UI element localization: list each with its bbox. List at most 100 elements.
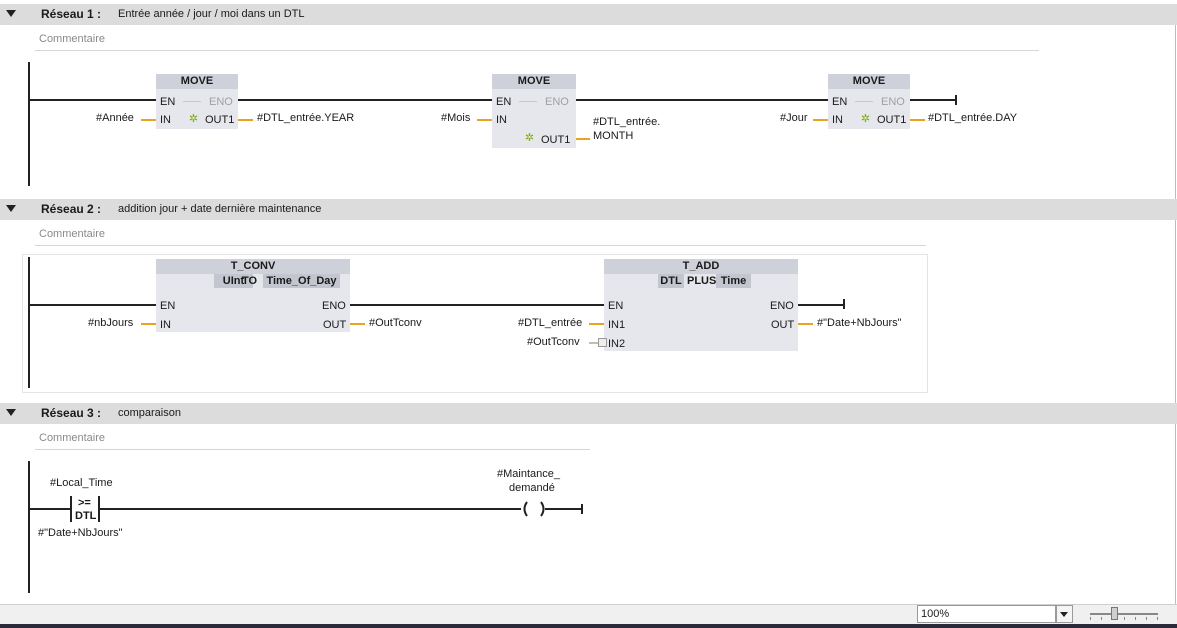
editor-right-border: [1175, 24, 1176, 604]
power-flow-wire: [238, 99, 493, 101]
compare-operand-top[interactable]: #Local_Time: [50, 477, 113, 489]
pin-en: EN: [160, 96, 176, 108]
pin-eno: ENO: [545, 96, 569, 108]
zoom-select[interactable]: 100%: [917, 605, 1056, 623]
coil-output-wire: [545, 508, 582, 510]
coil-icon[interactable]: [519, 500, 549, 518]
output-stub: [576, 138, 590, 140]
wire-end-cap: [581, 504, 583, 514]
power-flow-wire: [30, 304, 157, 306]
power-rail: [28, 62, 30, 186]
pin-out1: OUT1: [205, 114, 235, 126]
operand-in[interactable]: #Année: [96, 112, 134, 124]
operand-in[interactable]: #Mois: [441, 112, 471, 124]
source-type-select[interactable]: DTL: [658, 274, 684, 288]
network-2-comment[interactable]: Commentaire: [35, 224, 926, 246]
enable-star-icon: ✲: [188, 113, 199, 125]
pin-in: IN: [160, 319, 171, 331]
target-type-select[interactable]: Time: [716, 274, 751, 288]
collapse-triangle-icon[interactable]: [6, 10, 16, 17]
operand-out-line2[interactable]: MONTH: [593, 130, 634, 142]
zoom-value: 100%: [921, 608, 950, 620]
network-3-title[interactable]: comparaison: [118, 407, 181, 419]
zoom-slider-track[interactable]: [1090, 613, 1158, 615]
power-rail: [28, 257, 30, 388]
collapse-triangle-icon[interactable]: [6, 205, 16, 212]
input-stub: [141, 323, 156, 325]
operand-in2[interactable]: #OutTconv: [527, 336, 580, 348]
pin-out1: OUT1: [541, 134, 571, 146]
power-rail: [28, 461, 30, 593]
network-1-title[interactable]: Entrée année / jour / moi dans un DTL: [118, 8, 305, 20]
pin-out: OUT: [771, 319, 795, 331]
power-flow-wire: [30, 99, 157, 101]
coil-operand-line1[interactable]: #Maintance_: [497, 468, 560, 480]
coil-operand-line2[interactable]: demandé: [509, 482, 555, 494]
pin-en: EN: [496, 96, 512, 108]
pin-eno: ENO: [322, 300, 346, 312]
network-2-title[interactable]: addition jour + date dernière maintenanc…: [118, 203, 322, 215]
chevron-down-icon: [1060, 612, 1068, 617]
compare-type[interactable]: DTL: [75, 510, 97, 522]
input-stub-type-mismatch: [589, 342, 599, 344]
slider-tick: [1090, 617, 1091, 620]
to-keyword: TO: [242, 275, 258, 287]
pin-out: OUT: [323, 319, 347, 331]
zoom-slider-thumb[interactable]: [1111, 607, 1118, 620]
pin-eno: ENO: [881, 96, 905, 108]
output-stub: [798, 323, 813, 325]
network-3-header[interactable]: Réseau 3 : comparaison: [0, 403, 1177, 424]
operand-out-line1[interactable]: #DTL_entrée.: [593, 116, 661, 128]
output-stub: [350, 323, 365, 325]
output-stub: [238, 119, 253, 121]
input-stub: [813, 119, 828, 121]
contact-left-bar: [70, 496, 72, 522]
comment-placeholder: Commentaire: [39, 228, 106, 240]
wire-end-cap: [843, 299, 845, 309]
t-conv-block[interactable]: T_CONV UInt TO Time_Of_Day: [156, 259, 350, 332]
network-1-header[interactable]: Réseau 1 : Entrée année / jour / moi dan…: [0, 4, 1177, 25]
plus-keyword: PLUS: [687, 275, 717, 287]
target-type-select[interactable]: Time_Of_Day: [263, 274, 340, 288]
network-2-header[interactable]: Réseau 2 : addition jour + date dernière…: [0, 199, 1177, 220]
compare-operand-bottom[interactable]: #"Date+NbJours": [38, 527, 123, 539]
wire-end-cap: [955, 95, 957, 105]
operand-in[interactable]: #Jour: [780, 112, 808, 124]
slider-tick: [1101, 617, 1102, 620]
operand-in1[interactable]: #DTL_entrée: [518, 317, 583, 329]
move-block-2[interactable]: MOVE: [492, 74, 576, 148]
implicit-conversion-icon: [598, 338, 607, 347]
operand-out[interactable]: #DTL_entrée.DAY: [928, 112, 1018, 124]
comment-placeholder: Commentaire: [39, 432, 106, 444]
power-flow-wire: [30, 508, 71, 510]
collapse-triangle-icon[interactable]: [6, 409, 16, 416]
slider-tick: [1157, 617, 1158, 620]
block-title: T_CONV: [156, 259, 350, 274]
input-stub: [589, 323, 604, 325]
operand-out[interactable]: #OutTconv: [369, 317, 422, 329]
source-type-select[interactable]: UInt: [214, 274, 253, 288]
pin-eno: ENO: [209, 96, 233, 108]
status-bar: [0, 604, 1177, 625]
network-3-comment[interactable]: Commentaire: [35, 428, 590, 450]
block-title: MOVE: [828, 74, 910, 89]
input-stub: [141, 119, 156, 121]
operand-out[interactable]: #DTL_entrée.YEAR: [257, 112, 355, 124]
network-1-comment[interactable]: Commentaire: [35, 29, 1039, 51]
pin-in: IN: [496, 114, 507, 126]
eno-dash: [519, 101, 537, 102]
network-3-number: Réseau 3 :: [41, 406, 102, 420]
operand-out[interactable]: #"Date+NbJours": [817, 317, 902, 329]
network-2-number: Réseau 2 :: [41, 202, 102, 216]
t-add-block[interactable]: T_ADD DTL PLUS Time: [604, 259, 798, 351]
network-2-canvas-frame: [22, 254, 928, 393]
input-stub: [477, 119, 492, 121]
pin-in: IN: [160, 114, 171, 126]
window-bottom-edge: [0, 624, 1177, 628]
move-block-1[interactable]: MOVE: [156, 74, 238, 129]
compare-operator[interactable]: >=: [78, 497, 91, 509]
comment-placeholder: Commentaire: [39, 33, 106, 45]
move-block-3[interactable]: MOVE: [828, 74, 910, 129]
operand-in[interactable]: #nbJours: [88, 317, 134, 329]
zoom-dropdown-button[interactable]: [1056, 605, 1073, 623]
